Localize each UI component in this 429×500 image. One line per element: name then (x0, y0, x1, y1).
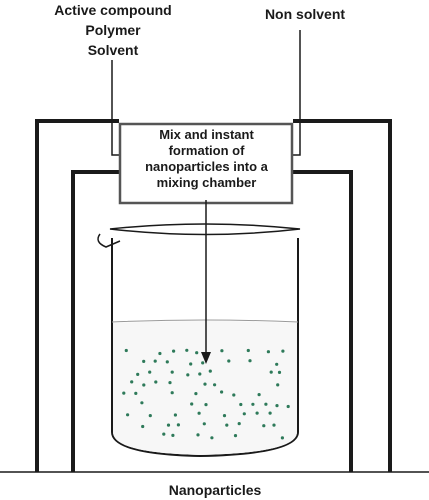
nanoparticle-dot (197, 411, 201, 415)
output-label: Nanoparticles (168, 482, 262, 498)
inner-frame (71, 170, 353, 472)
nanoparticle-dot (239, 402, 243, 407)
nanoparticle-dot (210, 436, 214, 440)
nanoparticle-dot (227, 359, 231, 363)
left-inlet-tube (111, 60, 120, 156)
nanoparticle-dot (196, 433, 200, 437)
input-label-polymer: Polymer (85, 22, 141, 38)
nanoparticle-dot (154, 380, 158, 384)
nanoparticle-dot (165, 360, 169, 364)
nanoparticle-dot (237, 422, 241, 426)
chamber-text-line: nanoparticles into a (145, 159, 268, 174)
nanoparticle-dot (198, 372, 202, 376)
nanoparticle-dot (176, 423, 180, 427)
nanoparticle-dot (275, 362, 279, 366)
outer-frame (35, 119, 392, 472)
nanoparticle-dot (220, 349, 224, 353)
nanoparticle-dot (276, 383, 280, 387)
nanoparticle-dot (158, 351, 162, 356)
inputs-left-label: Active compound Polymer Solvent (28, 0, 198, 60)
nanoparticle-dot (142, 383, 146, 387)
beaker-body (111, 238, 299, 458)
nanoparticle-dot (162, 432, 166, 436)
nanoparticle-dot (266, 350, 270, 354)
nanoparticle-dot (134, 391, 138, 395)
nanoparticle-dot (148, 414, 152, 418)
nanoparticle-dot (153, 359, 157, 363)
nanoparticle-dot (172, 349, 176, 353)
chamber-text-line: mixing chamber (156, 175, 257, 190)
input-label-solvent: Solvent (87, 42, 139, 58)
input-label-active-compound: Active compound (54, 2, 172, 18)
nanoparticle-dot (220, 390, 224, 394)
right-inlet-tube (292, 30, 301, 156)
nanoparticle-dot (286, 404, 290, 409)
nanoparticle-dot (272, 423, 276, 427)
nanoparticle-dot (246, 348, 250, 353)
nanoparticle-dot (281, 349, 285, 353)
nanoparticle-dot (204, 403, 208, 407)
nanoparticle-dot (195, 351, 199, 355)
nanoparticle-dot (189, 362, 193, 366)
chamber-text-line: formation of (168, 143, 245, 158)
nanoparticle-dot (208, 369, 212, 373)
nanoparticle-dot (170, 370, 174, 374)
input-label-non-solvent: Non solvent (264, 6, 346, 22)
nanoparticle-dot (213, 383, 217, 387)
nanoparticle-dot (203, 382, 207, 386)
nanoparticle-dot (124, 348, 128, 353)
nanoparticle-dot (280, 436, 284, 440)
nanoparticle-dot (222, 414, 227, 418)
liquid-surface (111, 319, 299, 323)
nanoparticle-dot (275, 404, 279, 408)
beaker-lip (97, 233, 121, 248)
nanoparticle-dot (268, 411, 272, 415)
nanoparticle-dot (173, 413, 177, 417)
nanoparticle-dot (171, 433, 175, 437)
nanoparticle-dot (141, 424, 145, 429)
mixing-chamber-label: Mix and instant formation of nanoparticl… (119, 127, 294, 191)
nanoparticle-dot (233, 434, 238, 438)
nanoparticle-dot (255, 411, 259, 415)
nanoparticle-dot (190, 402, 194, 406)
nanoparticle-dot (170, 391, 174, 395)
nanoparticle-dot (257, 393, 261, 397)
nanoparticle-dot (264, 402, 268, 406)
liquid-region (113, 321, 297, 455)
nanoparticle-dot (166, 423, 171, 427)
nanoparticle-dot (242, 412, 246, 416)
beaker (97, 223, 301, 458)
nanoparticle-dot (168, 381, 172, 385)
nanoparticle-dot (277, 370, 282, 374)
nanoparticle-dot (248, 359, 252, 363)
nanoparticle-dot (186, 373, 190, 377)
nanoparticle-dot (126, 413, 130, 417)
nanoparticle-dot (202, 422, 206, 426)
nanoparticle-dot (185, 348, 189, 352)
nanoparticle-dot (122, 391, 126, 395)
nanoparticle-dot (140, 401, 144, 405)
nanoparticle-dot (232, 393, 236, 397)
nanoparticle-dot (251, 402, 255, 406)
nanoparticle-dot (136, 372, 140, 376)
nanoparticle-dot (225, 423, 229, 427)
nanoparticles (122, 348, 290, 440)
nanoparticle-dot (269, 370, 273, 374)
nanoparticle-dot (148, 370, 152, 374)
nanoparticle-dot (201, 361, 205, 365)
nanoparticle-dot (262, 424, 266, 428)
nanoparticle-dot (194, 392, 198, 396)
nanoparticle-dot (130, 380, 134, 384)
flow-arrow-head (201, 352, 211, 364)
chamber-text-line: Mix and instant (159, 127, 254, 142)
beaker-rim (109, 223, 301, 236)
nanoparticle-dot (142, 359, 146, 363)
